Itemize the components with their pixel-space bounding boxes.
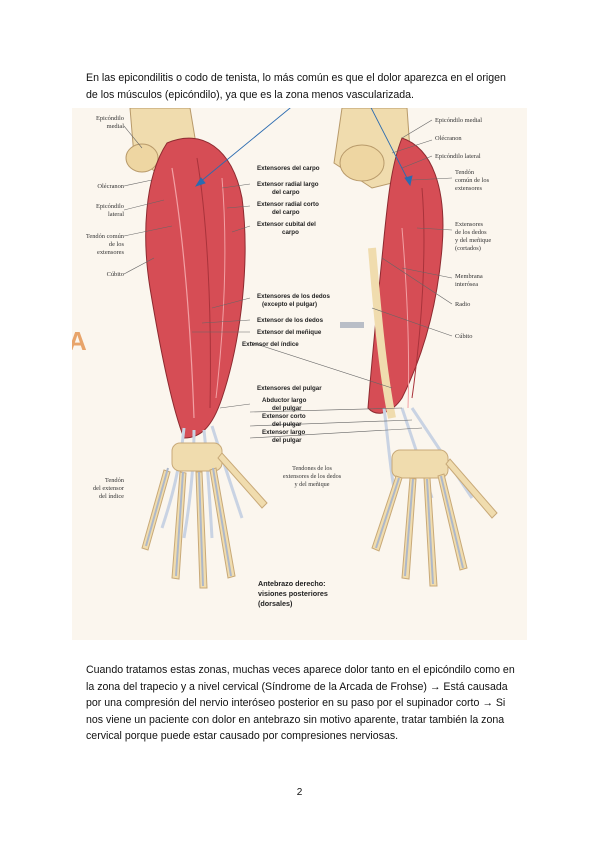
- svg-text:extensores de los dedos: extensores de los dedos: [283, 473, 342, 480]
- svg-text:del carpo: del carpo: [272, 209, 300, 216]
- svg-text:visiones posteriores: visiones posteriores: [258, 589, 328, 598]
- svg-text:Epicóndilo lateral: Epicóndilo lateral: [435, 153, 481, 160]
- label-tendon-indice-l3: del índice: [99, 493, 124, 500]
- svg-text:interósea: interósea: [455, 281, 478, 288]
- label-tendon-indice-l1: Tendón: [105, 477, 125, 484]
- label-epicondilo-lateral-l2: lateral: [108, 211, 124, 218]
- svg-text:Extensor corto: Extensor corto: [262, 413, 306, 420]
- forearm-illustration: A: [72, 108, 498, 608]
- svg-text:extensores: extensores: [455, 185, 482, 192]
- figure-caption: Antebrazo derecho: visiones posteriores …: [258, 579, 328, 608]
- right-labels: Epicóndilo medial Olécranon Epicóndilo l…: [435, 117, 491, 340]
- label-epicondilo-medial-l2: medial: [107, 123, 125, 130]
- svg-text:Extensor del meñique: Extensor del meñique: [257, 329, 322, 336]
- svg-text:de los dedos: de los dedos: [455, 229, 487, 236]
- label-tendon-comun-l2: de los: [109, 241, 125, 248]
- svg-text:carpo: carpo: [282, 229, 299, 236]
- svg-text:Extensor radial corto: Extensor radial corto: [257, 201, 319, 208]
- svg-text:Radio: Radio: [455, 301, 470, 308]
- svg-text:Extensor radial largo: Extensor radial largo: [257, 181, 319, 188]
- left-forearm: [125, 108, 268, 589]
- svg-text:(excepto el pulgar): (excepto el pulgar): [262, 301, 317, 308]
- svg-text:Tendones de los: Tendones de los: [292, 465, 332, 472]
- label-epicondilo-lateral-l1: Epicóndilo: [96, 203, 124, 210]
- svg-text:Abductor largo: Abductor largo: [262, 397, 307, 404]
- label-tendon-comun-l3: extensores: [97, 249, 124, 256]
- svg-text:común de los: común de los: [455, 177, 490, 184]
- svg-text:Cúbito: Cúbito: [455, 333, 472, 340]
- svg-text:del pulgar: del pulgar: [272, 421, 302, 428]
- svg-text:del pulgar: del pulgar: [272, 437, 302, 444]
- svg-text:del pulgar: del pulgar: [272, 405, 302, 412]
- svg-text:Olécranon: Olécranon: [435, 135, 462, 142]
- tendons-label: Tendones de los extensores de los dedos …: [283, 465, 342, 488]
- label-olecranon: Olécranon: [97, 183, 124, 190]
- page-number: 2: [296, 787, 303, 798]
- svg-text:Membrana: Membrana: [455, 273, 483, 280]
- leader-lines: [123, 119, 453, 439]
- pointer-arrows: [194, 108, 413, 187]
- svg-text:del carpo: del carpo: [272, 189, 300, 196]
- svg-text:Extensor largo: Extensor largo: [262, 429, 306, 436]
- right-forearm: [333, 108, 498, 587]
- svg-text:Extensor de los dedos: Extensor de los dedos: [257, 317, 324, 324]
- svg-text:Extensor del índice: Extensor del índice: [242, 341, 299, 348]
- svg-text:Extensores: Extensores: [455, 221, 484, 228]
- svg-text:Extensores de los dedos: Extensores de los dedos: [257, 293, 330, 300]
- body-paragraph: Cuando tratamos estas zonas, muchas vece…: [86, 664, 515, 742]
- svg-text:Extensores del carpo: Extensores del carpo: [257, 165, 320, 172]
- svg-text:y del meñique: y del meñique: [294, 481, 329, 488]
- center-labels: Extensores del carpo Extensor radial lar…: [242, 165, 330, 444]
- label-cubito: Cúbito: [107, 271, 124, 278]
- svg-text:Extensor cubital del: Extensor cubital del: [257, 221, 316, 228]
- forearm-anatomy-figure: A: [72, 108, 527, 640]
- svg-text:Tendón: Tendón: [455, 169, 475, 176]
- svg-text:Epicóndilo medial: Epicóndilo medial: [435, 117, 482, 124]
- label-epicondilo-medial-l1: Epicóndilo: [96, 115, 124, 122]
- svg-text:(dorsales): (dorsales): [258, 599, 293, 608]
- svg-text:Extensores del pulgar: Extensores del pulgar: [257, 385, 322, 392]
- intro-paragraph: En las epicondilitis o codo de tenista, …: [86, 72, 506, 101]
- svg-text:y del meñique: y del meñique: [455, 237, 491, 244]
- left-labels: Epicóndilo medial Olécranon Epicóndilo l…: [86, 115, 125, 500]
- label-tendon-comun-l1: Tendón común: [86, 233, 125, 240]
- svg-text:(cortados): (cortados): [455, 245, 481, 252]
- panel-letter: A: [72, 326, 87, 356]
- label-tendon-indice-l2: del extensor: [93, 485, 125, 492]
- svg-text:Antebrazo derecho:: Antebrazo derecho:: [258, 579, 326, 588]
